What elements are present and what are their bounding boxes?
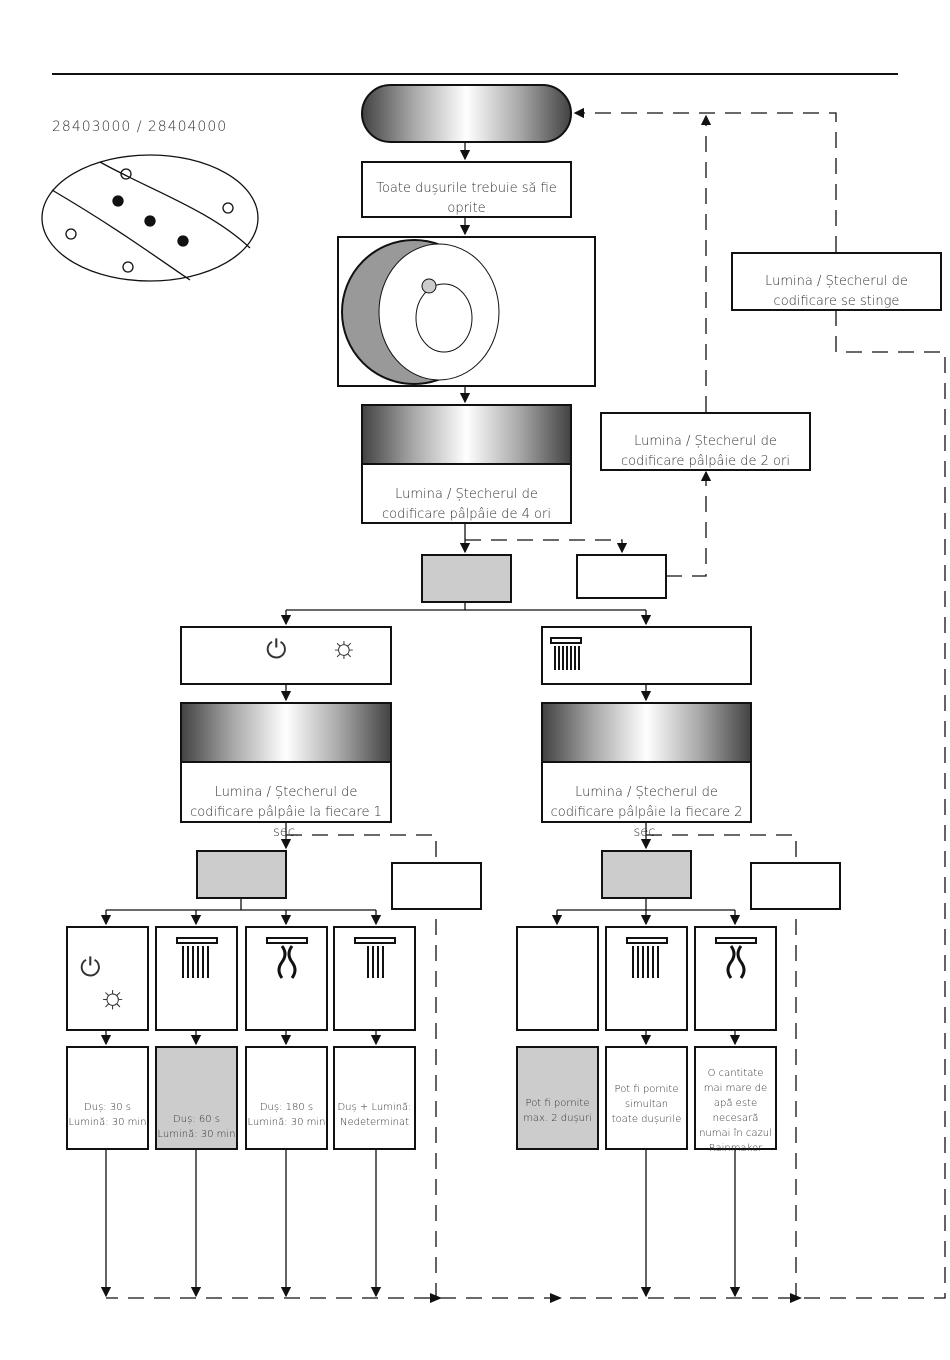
gradient-bar [541, 702, 752, 763]
result-box: Duș: 180 s Lumină: 30 min [245, 1046, 328, 1150]
shower-head-illustration [41, 154, 259, 282]
gray-box [196, 850, 287, 899]
gradient-bar [180, 702, 392, 763]
gray-box [421, 554, 512, 603]
sun-icon: ☼ [330, 630, 358, 665]
waterfall-shower-icon [715, 937, 757, 979]
step-all-off: Toate dușurile trebuie să fie oprite [361, 161, 572, 218]
waterfall-shower-icon [266, 937, 308, 979]
result-box: Pot fi pornite simultan toate dușurile [605, 1046, 688, 1150]
rain-shower-icon [550, 637, 582, 670]
sun-icon: ☼ [98, 977, 128, 1015]
start-pill [361, 84, 572, 143]
gray-box [601, 850, 692, 899]
power-icon: ⏻ [266, 635, 287, 665]
option-rain-narrow [333, 926, 416, 1031]
option-waterfall [694, 926, 777, 1031]
step-blinks-2: Lumina / Ștecherul de codificare pâlpâie… [600, 412, 811, 471]
gradient-bar [361, 404, 572, 465]
white-box [750, 862, 841, 910]
result-box: Duș + Lumină: Nedeterminat [333, 1046, 416, 1150]
step-blinks-2s: Lumina / Ștecherul de codificare pâlpâie… [541, 761, 752, 840]
option-rain [155, 926, 238, 1031]
option-power-light: ⏻ ☼ [66, 926, 149, 1031]
result-box: Duș: 60 s Lumină: 30 min [155, 1046, 238, 1150]
control-knob-image [337, 236, 596, 387]
power-light-box: ⏻ ☼ [180, 626, 392, 685]
result-box: O cantitate mai mare de apă este necesar… [694, 1046, 777, 1154]
option-empty [516, 926, 599, 1031]
option-waterfall [245, 926, 328, 1031]
option-rain [605, 926, 688, 1031]
step-turns-off: Lumina / Ștecherul de codificare se stin… [731, 252, 942, 311]
white-box [576, 554, 667, 599]
power-icon: ⏻ [80, 953, 101, 983]
white-box [391, 862, 482, 910]
rain-shower-icon [176, 937, 218, 978]
step-blinks-1s: Lumina / Ștecherul de codificare pâlpâie… [180, 761, 392, 840]
result-box: Duș: 30 s Lumină: 30 min [66, 1046, 149, 1150]
rain-shower-icon [626, 937, 668, 978]
result-box: Pot fi pornite max. 2 dușuri [516, 1046, 599, 1150]
step-blinks-4: Lumina / Ștecherul de codificare pâlpâie… [361, 463, 572, 524]
shower-box [541, 626, 752, 685]
model-numbers: 28403000 / 28404000 [52, 119, 228, 135]
rain-shower-narrow-icon [354, 937, 396, 978]
